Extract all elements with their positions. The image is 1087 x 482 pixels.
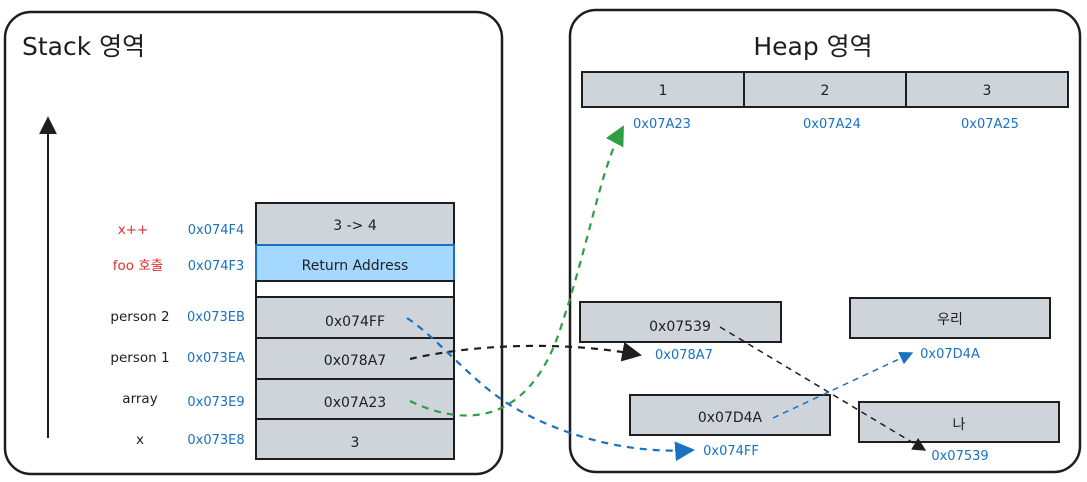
heap-object-na: 나 0x07539 xyxy=(858,401,1060,464)
arrow-person2-to-object xyxy=(406,317,695,462)
stack-cell-value: Return Address xyxy=(302,258,409,274)
stack-var-label: array xyxy=(122,391,157,407)
heap-object-value: 우리 xyxy=(937,312,963,328)
stack-frame-4: 0x07A23 0x073E9 array xyxy=(122,378,455,420)
stack-frame-1: Return Address 0x074F3 foo 호출 xyxy=(113,244,455,282)
heap-region: Heap 영역 1 0x07A23 2 0x07A24 3 0x07A25 0x… xyxy=(568,8,1082,474)
arrow-person1-to-object xyxy=(409,341,642,362)
stack-cell xyxy=(255,418,455,460)
heap-panel xyxy=(568,8,1082,474)
heap-array-cell-value: 1 xyxy=(659,83,668,99)
heap-array-cell-value: 3 xyxy=(983,83,992,99)
heap-array-cell-address: 0x07A23 xyxy=(633,117,691,132)
stack-cell xyxy=(255,378,455,420)
heap-object-address: 0x07539 xyxy=(931,449,988,464)
arrow-person2-to-uri xyxy=(772,352,914,419)
heap-object-box xyxy=(629,394,831,436)
stack-title: Stack 영역 xyxy=(22,32,145,61)
heap-array-cell xyxy=(743,71,907,108)
stack-frame-2: 0x074FF 0x073EB person 2 xyxy=(110,296,455,339)
stack-cell-value: 3 -> 4 xyxy=(333,218,377,234)
stack-cell-address: 0x073E8 xyxy=(187,433,244,448)
stack-panel xyxy=(3,10,504,476)
heap-object-address: 0x07D4A xyxy=(920,347,980,362)
heap-array-cell-address: 0x07A25 xyxy=(961,117,1019,132)
stack-cell-address: 0x073E9 xyxy=(187,395,244,410)
heap-object-box xyxy=(858,401,1060,443)
stack-frame-5: 3 0x073E8 x xyxy=(136,418,455,460)
heap-object-value: 0x07539 xyxy=(649,319,711,335)
heap-array-cell xyxy=(581,71,745,108)
heap-array-cell-value: 2 xyxy=(821,83,830,99)
stack-var-label: x++ xyxy=(118,222,149,238)
stack-cell-address: 0x073EB xyxy=(187,310,245,325)
heap-object-person2: 0x07D4A 0x074FF xyxy=(629,394,831,459)
heap-object-box xyxy=(849,297,1051,339)
stack-cell-value: 0x078A7 xyxy=(324,353,386,369)
heap-object-value: 나 xyxy=(953,417,966,433)
heap-array-cell-address: 0x07A24 xyxy=(803,117,861,132)
heap-array-cell xyxy=(905,71,1069,108)
heap-object-address: 0x074FF xyxy=(703,444,759,459)
stack-gap-cell xyxy=(255,280,455,298)
stack-var-label: x xyxy=(136,432,144,448)
heap-array: 1 0x07A23 2 0x07A24 3 0x07A25 xyxy=(581,71,1069,132)
stack-cell xyxy=(255,337,455,380)
arrow-person1-to-na xyxy=(719,326,927,451)
stack-var-label: person 1 xyxy=(110,350,169,366)
stack-cell-value: 3 xyxy=(351,435,360,451)
stack-cell-address: 0x073EA xyxy=(187,351,245,366)
arrow-array-to-heap-array xyxy=(409,125,624,417)
heap-object-box xyxy=(579,301,782,343)
stack-var-label: foo 호출 xyxy=(113,258,163,274)
stack-cell-value: 0x074FF xyxy=(325,314,385,330)
heap-object-person1: 0x07539 0x078A7 xyxy=(579,301,782,363)
heap-object-address: 0x078A7 xyxy=(655,348,713,363)
stack-frame-0: 3 -> 4 0x074F4 x++ xyxy=(118,202,455,246)
stack-region: Stack 영역 3 -> 4 0x074F4 x++ Return Addre… xyxy=(3,10,504,476)
stack-cell-address: 0x074F4 xyxy=(188,223,245,238)
heap-object-value: 0x07D4A xyxy=(698,410,763,426)
stack-cell-address: 0x074F3 xyxy=(188,259,245,274)
stack-frame-3: 0x078A7 0x073EA person 1 xyxy=(110,337,455,380)
stack-var-label: person 2 xyxy=(110,309,169,325)
stack-cell xyxy=(255,202,455,246)
stack-cell-highlighted xyxy=(255,244,455,282)
heap-object-uri: 우리 0x07D4A xyxy=(849,297,1051,362)
heap-title: Heap 영역 xyxy=(753,32,872,61)
stack-cell-value: 0x07A23 xyxy=(324,395,386,411)
stack-cell xyxy=(255,296,455,339)
reference-arrows xyxy=(406,125,927,462)
